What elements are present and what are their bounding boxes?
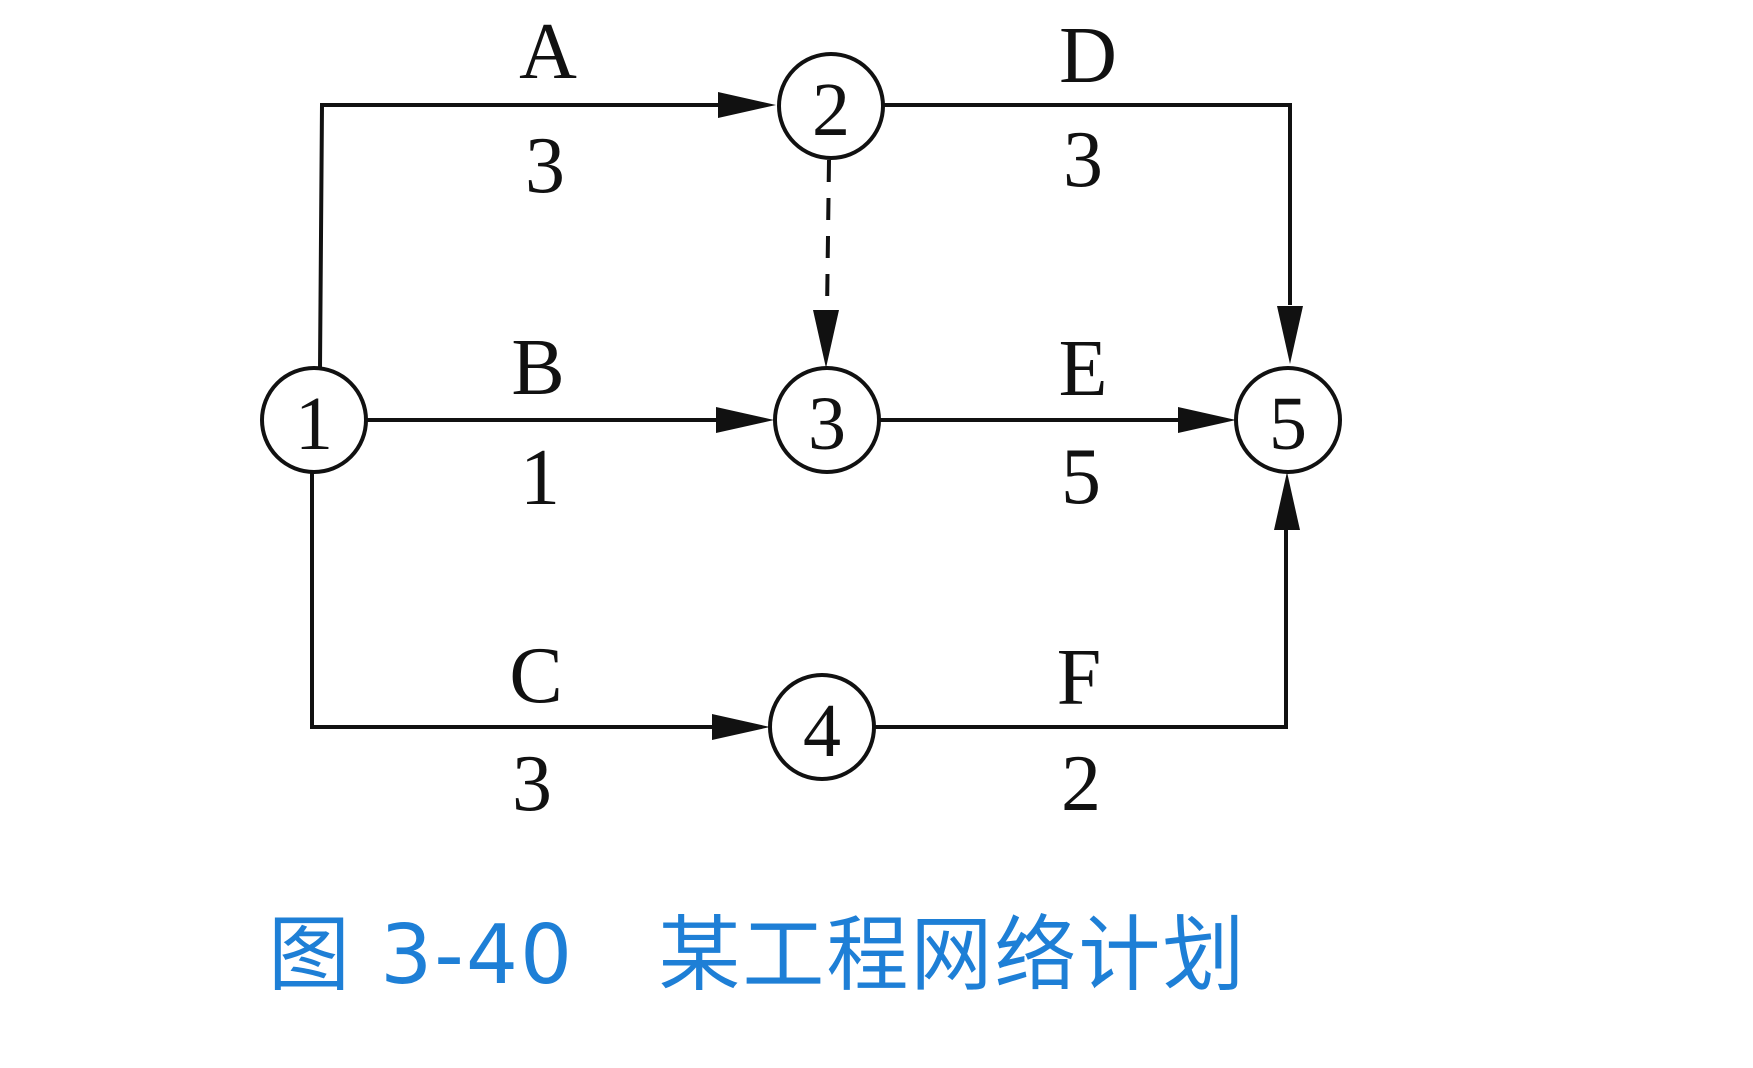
activity-f-duration: 2 bbox=[1061, 740, 1101, 828]
edge-1-4 bbox=[310, 472, 718, 729]
node-1-label: 1 bbox=[295, 382, 333, 466]
arrowhead-3-5 bbox=[1178, 407, 1236, 433]
arrowhead-dummy-2-3 bbox=[813, 310, 839, 368]
activity-c-duration: 3 bbox=[512, 740, 552, 828]
activity-e-duration: 5 bbox=[1061, 433, 1101, 521]
activity-b-duration: 1 bbox=[520, 434, 560, 522]
activity-b-label: B bbox=[511, 324, 564, 412]
node-1: 1 bbox=[260, 366, 368, 474]
edge-4-5 bbox=[874, 530, 1288, 729]
arrowhead-1-4 bbox=[712, 714, 770, 740]
activity-a-label: A bbox=[519, 8, 577, 96]
activity-c-label: C bbox=[509, 632, 562, 720]
arrowhead-4-5 bbox=[1274, 472, 1300, 530]
node-2-label: 2 bbox=[812, 68, 850, 152]
node-4-label: 4 bbox=[803, 689, 841, 773]
edge-2-5 bbox=[884, 103, 1292, 305]
node-5-label: 5 bbox=[1269, 382, 1307, 466]
node-3: 3 bbox=[773, 366, 881, 474]
figure-caption: 图 3-40 某工程网络计划 bbox=[268, 908, 1247, 1003]
edge-1-2 bbox=[318, 103, 722, 369]
node-4: 4 bbox=[768, 673, 876, 781]
node-5: 5 bbox=[1234, 366, 1342, 474]
arrowhead-1-3 bbox=[716, 407, 774, 433]
arrowhead-1-2 bbox=[718, 92, 776, 118]
activity-a-duration: 3 bbox=[525, 122, 565, 210]
activity-e-label: E bbox=[1059, 325, 1108, 413]
node-3-label: 3 bbox=[808, 382, 846, 466]
activity-d-label: D bbox=[1059, 12, 1117, 100]
arrowhead-2-5 bbox=[1277, 306, 1303, 364]
node-2: 2 bbox=[777, 52, 885, 160]
activity-f-label: F bbox=[1057, 634, 1102, 722]
activity-d-duration: 3 bbox=[1063, 116, 1103, 204]
dummy-edge-2-3 bbox=[825, 159, 831, 313]
